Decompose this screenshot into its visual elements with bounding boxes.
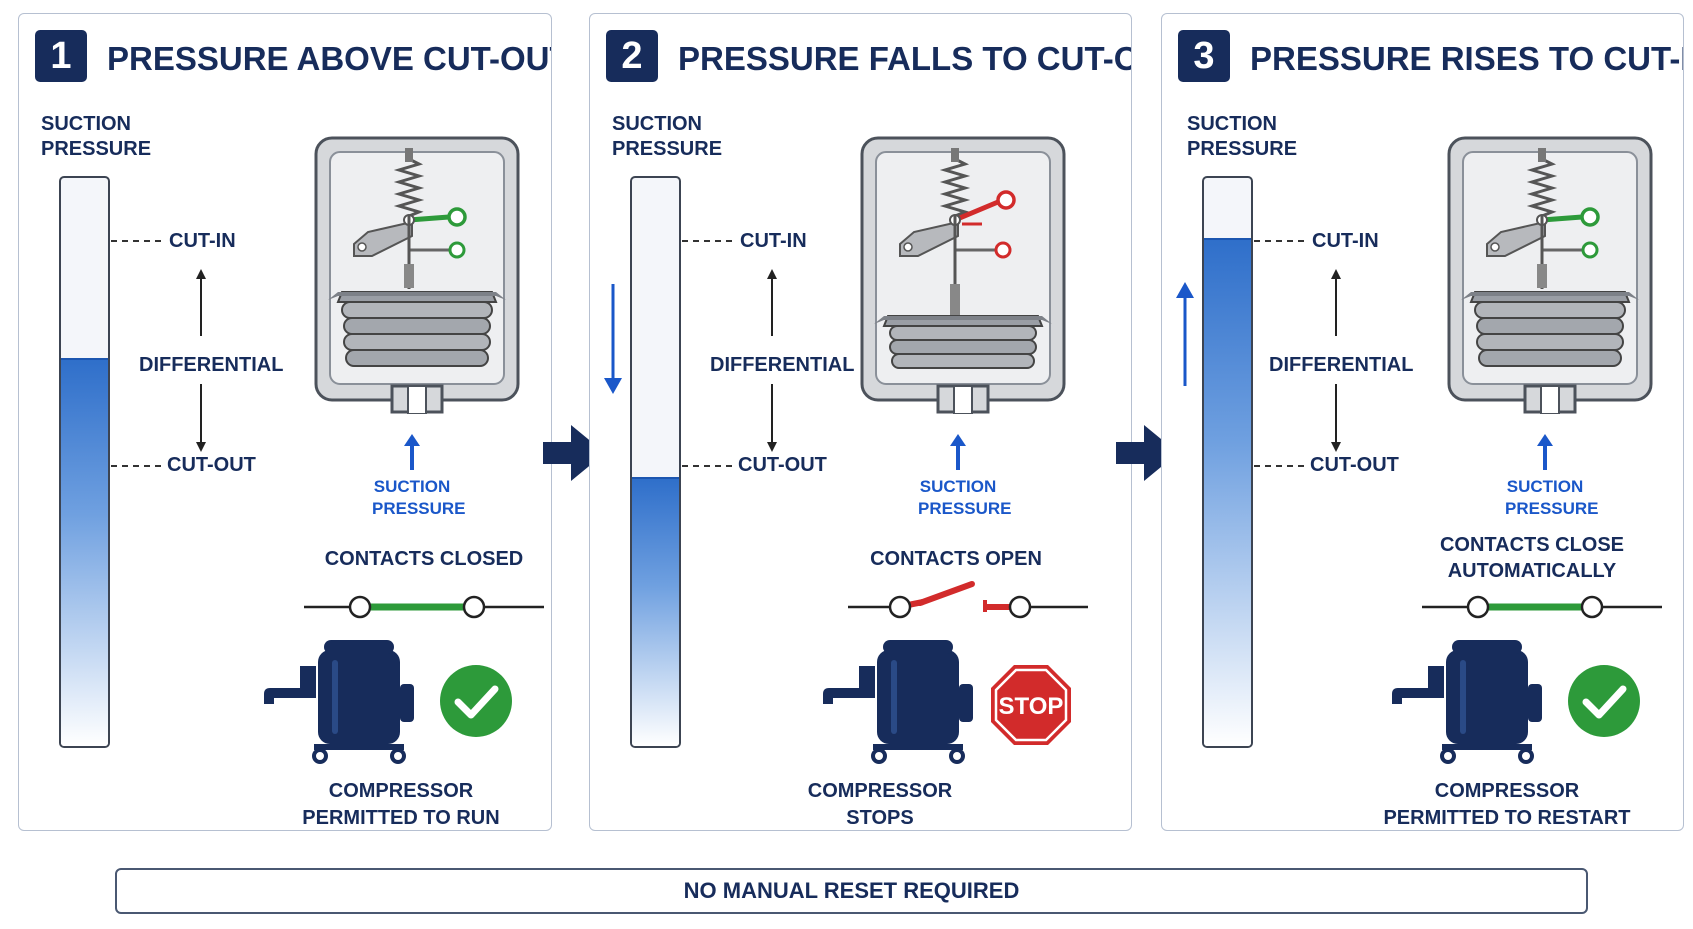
stop-sign-text: STOP	[999, 693, 1064, 720]
suction-arrow-icon	[1537, 434, 1553, 470]
contacts-state-label: CONTACTS OPEN	[870, 548, 1042, 570]
contacts-state-label: CONTACTS CLOSED	[324, 548, 524, 570]
cut-in-label: CUT-IN	[169, 230, 236, 252]
cut-out-label: CUT-OUT	[167, 454, 256, 476]
cut-in-label: CUT-IN	[740, 230, 807, 252]
differential-label: DIFFERENTIAL	[710, 354, 855, 376]
contacts-closed-icon	[1422, 595, 1662, 619]
pressure-switch-icon	[314, 136, 520, 414]
pressure-gauge-tube	[59, 176, 110, 748]
differential-label: DIFFERENTIAL	[1269, 354, 1414, 376]
compressor-icon	[823, 640, 973, 764]
arrow-up-icon	[1331, 269, 1341, 279]
arrow-down-icon	[196, 442, 206, 452]
suction-arrow-icon	[404, 434, 420, 470]
pressure-falling-arrow-icon	[604, 284, 622, 394]
step-number-badge: 2	[606, 30, 658, 82]
contacts-closed-icon	[304, 595, 544, 619]
step-number-badge: 1	[35, 30, 87, 82]
checkmark-icon	[440, 665, 512, 737]
arrow-up-icon	[767, 269, 777, 279]
arrow-down-icon	[1331, 442, 1341, 452]
stop-sign-icon: STOP	[991, 665, 1071, 745]
panel-title: PRESSURE RISES TO CUT-IN	[1250, 40, 1684, 77]
pressure-fill	[1204, 238, 1251, 746]
arrow-down-icon	[767, 442, 777, 452]
pressure-gauge-tube	[1202, 176, 1253, 748]
arrow-up-icon	[196, 269, 206, 279]
compressor-icon	[264, 640, 414, 764]
pressure-rising-arrow-icon	[1176, 282, 1194, 386]
panel-title: PRESSURE ABOVE CUT-OUT	[107, 40, 552, 77]
next-step-arrow-icon	[543, 425, 605, 481]
differential-label: DIFFERENTIAL	[139, 354, 284, 376]
pressure-switch-icon	[1447, 136, 1653, 414]
checkmark-icon	[1568, 665, 1640, 737]
pressure-gauge-tube	[630, 176, 681, 748]
pressure-fill	[61, 357, 108, 746]
cut-out-label: CUT-OUT	[1310, 454, 1399, 476]
pressure-fill	[632, 477, 679, 746]
step-panel-2: 2 PRESSURE FALLS TO CUT-OUT SUCTIONPRESS…	[589, 13, 1132, 831]
cut-in-label: CUT-IN	[1312, 230, 1379, 252]
pressure-switch-icon	[860, 136, 1066, 414]
panel-title: PRESSURE FALLS TO CUT-OUT	[678, 40, 1131, 77]
step-number-badge: 3	[1178, 30, 1230, 82]
suction-arrow-icon	[950, 434, 966, 470]
contacts-open-icon	[848, 581, 1088, 619]
compressor-icon	[1392, 640, 1542, 764]
cut-out-label: CUT-OUT	[738, 454, 827, 476]
footer-note: NO MANUAL RESET REQUIRED	[115, 868, 1588, 914]
